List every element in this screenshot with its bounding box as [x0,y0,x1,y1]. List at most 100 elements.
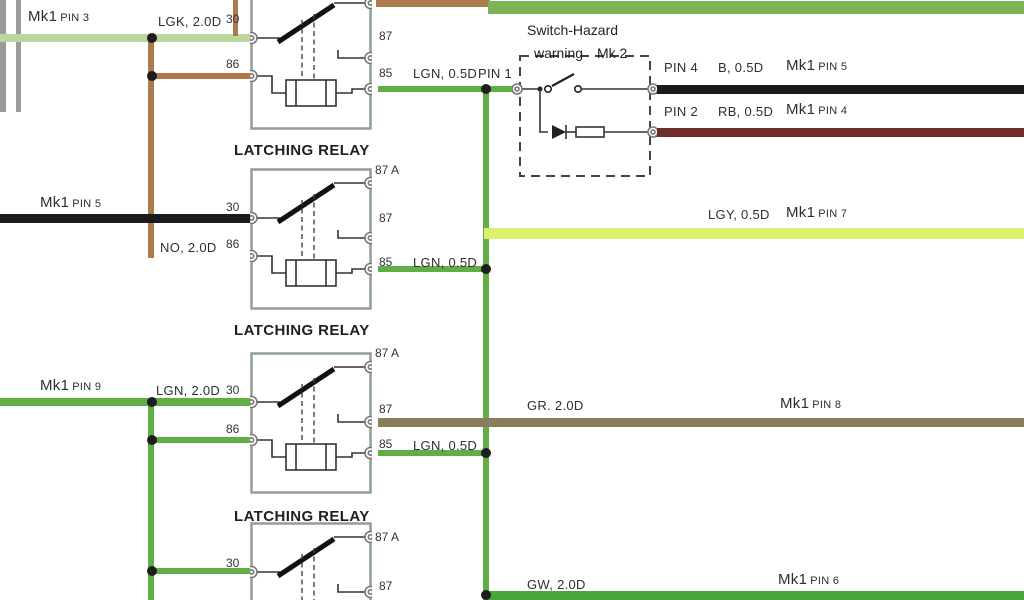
terminal-87 [364,231,372,245]
pin-label-86: 86 [226,237,240,251]
label-lgn-05-b: LGN, 0.5D [413,255,478,270]
wire-lgn-20-mk1-pin9 [0,398,250,406]
terminal-in [512,83,523,95]
latching-relay-symbol [250,168,372,310]
label-gr-20: GR. 2.0D [527,398,584,413]
hazard-switch-box [512,50,657,185]
junction-dot [147,397,157,407]
label-pin1: PIN 1 [478,66,513,81]
terminal-30 [250,395,258,409]
terminal-85 [364,82,372,96]
wire-green-vertical-main [483,89,489,600]
pin-label-87: 87 [379,579,393,593]
pin-label-30: 30 [226,556,240,570]
wire-brown-86 [152,73,250,79]
latching-relay-4 [250,522,372,600]
terminal-87 [364,585,372,599]
pin-label-87a: 87 A [375,163,400,177]
wire-green-top-bar [488,1,1024,14]
hazard-model: Mk 2 [597,45,628,61]
wire-lgk-2-0d [0,34,250,42]
wire-maroon-rb-05 [652,128,1024,137]
terminal-30 [250,565,258,579]
wire-gr-20 [378,418,1024,427]
junction-dot [481,84,491,94]
indicator-diode-icon [552,125,566,139]
wire-lgn-05-pin1 [378,86,518,92]
terminal-87a [364,360,372,374]
latching-relay-symbol [250,0,372,130]
label-no-20: NO, 2.0D [160,240,217,255]
junction-dot [481,448,491,458]
wire-brown-vertical [148,34,154,258]
wire-gw-20 [484,591,1024,600]
pin-label-85: 85 [379,437,393,451]
terminal-85 [364,446,372,460]
terminal-pin4 [647,83,657,95]
connector-edge-bar [0,0,6,112]
latching-relay-2 [250,168,372,310]
latching-relay-symbol [250,352,372,494]
pin-label-30: 30 [226,383,240,397]
terminal-30 [250,211,258,225]
pin-label-87: 87 [379,29,393,43]
hazard-switch-symbol [512,55,657,177]
terminal-pin2 [647,126,657,138]
label-lgk: LGK, 2.0D [158,14,222,29]
pin-label-86: 86 [226,422,240,436]
pin-label-86: 86 [226,57,240,71]
relay-title-4: LATCHING RELAY [234,508,370,525]
label-pin2: PIN 2 [664,104,699,119]
label-pin4: PIN 4 [664,60,699,75]
terminal-87a [364,0,372,10]
label-gw-20: GW, 2.0D [527,577,586,592]
terminal-87 [364,415,372,429]
label-lgn-05-pin1: LGN, 0.5D [413,66,478,81]
wire-black-b-05 [652,85,1024,94]
pin-label-87: 87 [379,211,393,225]
hazard-title-line2: warning [534,45,584,61]
terminal-86 [250,69,258,83]
pin-label-87: 87 [379,402,393,416]
wire-brown-top [376,0,490,7]
junction-dot [481,264,491,274]
wire-lgn-05-relay3 [378,450,486,456]
wire-black-mk1-pin5 [0,214,250,223]
label-lgn-05-c: LGN, 0.5D [413,438,478,453]
junction-dot [481,590,491,600]
relay-title-2: LATCHING RELAY [234,142,370,159]
terminal-86 [250,433,258,447]
pin-label-85: 85 [379,66,393,80]
junction-dot [147,435,157,445]
label-lgn-20: LGN, 2.0D [156,383,221,398]
junction-dot [147,71,157,81]
wire-green-86-relay3 [152,437,250,443]
junction-dot [147,33,157,43]
label-b-05: B, 0.5D [718,60,764,75]
latching-relay-symbol [250,522,372,600]
junction-dot [147,566,157,576]
pin-label-87a: 87 A [375,346,400,360]
relay-title-3: LATCHING RELAY [234,322,370,339]
latching-relay-1 [250,0,372,130]
hazard-title-line1: Switch-Hazard [527,22,619,38]
latching-relay-3 [250,352,372,494]
terminal-85 [364,262,372,276]
terminal-30 [250,31,258,45]
terminal-86 [250,249,258,263]
label-lgy-05: LGY, 0.5D [708,207,770,222]
pin-label-85: 85 [379,255,393,269]
wire-lgy-05 [484,228,1024,239]
terminal-87a [364,530,372,544]
wire-green-vertical-left [148,398,154,600]
wire-brown-stub-top [233,0,238,36]
connector-edge-bar [16,0,21,112]
wire-lgn-05-relay2 [378,266,486,272]
